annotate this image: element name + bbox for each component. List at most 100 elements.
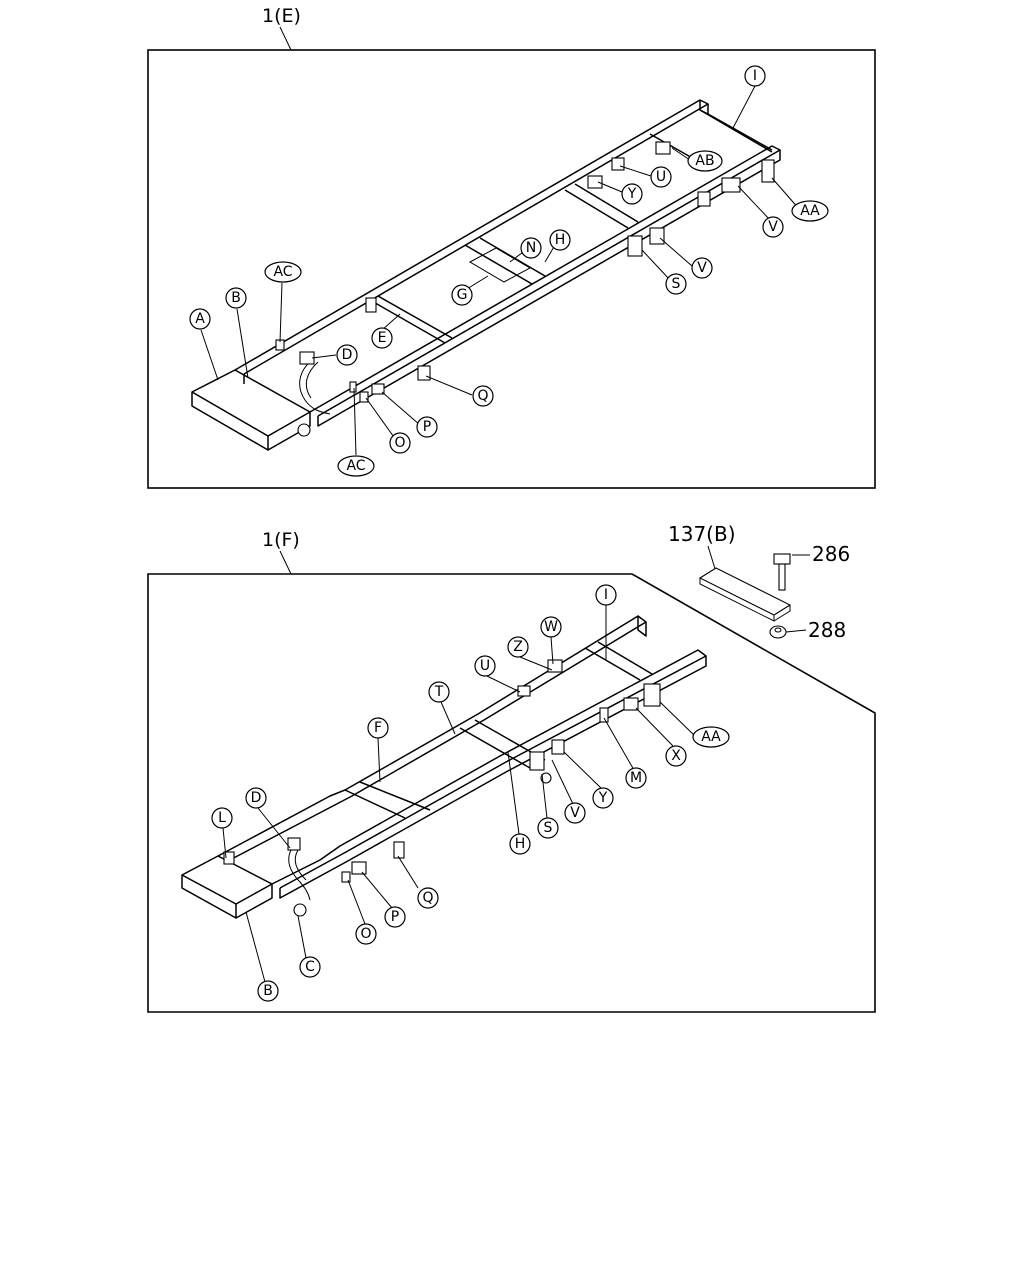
callout-label: U <box>480 658 490 674</box>
callout-f-17: O <box>355 923 377 945</box>
callout-label: P <box>391 909 399 925</box>
callout-label: Y <box>598 790 608 806</box>
diagram-f-frame <box>147 573 876 1013</box>
callout-bubbles-f: I W Z U T F AA X M Y V S H L D Q P O C B <box>211 584 730 1002</box>
callout-label: M <box>630 770 642 786</box>
callout-label: H <box>515 836 526 852</box>
callout-f-1: W <box>540 616 562 638</box>
nut-ref-label: 288 <box>808 618 846 642</box>
callout-f-19: B <box>257 980 279 1002</box>
callout-f-12: H <box>509 833 531 855</box>
nut <box>769 625 787 639</box>
callout-e-0: I <box>744 65 766 87</box>
diagram-e-title: 1(E) <box>262 5 301 27</box>
callout-f-3: U <box>474 655 496 677</box>
callout-e-4: AA <box>791 200 829 222</box>
callout-label: B <box>231 290 241 306</box>
callout-label: C <box>305 959 315 975</box>
callout-e-12: B <box>225 287 247 309</box>
callout-e-7: H <box>549 229 571 251</box>
callout-e-9: S <box>665 273 687 295</box>
callout-f-9: Y <box>592 787 614 809</box>
callout-label: I <box>604 587 608 603</box>
callout-f-0: I <box>595 584 617 606</box>
detail-parts: 137(B) 286 288 <box>668 522 850 642</box>
callout-label: AA <box>800 203 820 219</box>
chassis-frame-f <box>181 615 707 919</box>
callout-label: O <box>394 435 405 451</box>
callout-e-1: AB <box>687 150 723 172</box>
callout-e-13: A <box>189 308 211 330</box>
callout-label: AB <box>695 153 714 169</box>
chassis-frame-e <box>191 99 781 451</box>
bracket-ref-label: 137(B) <box>668 522 736 546</box>
callout-bubbles-e: I AB U Y AA V N H V S G AC B A E D Q P O… <box>189 65 829 477</box>
callout-label: AC <box>273 264 292 280</box>
callout-label: B <box>263 983 273 999</box>
callout-e-10: G <box>451 284 473 306</box>
callout-e-8: V <box>691 257 713 279</box>
callout-e-2: U <box>650 166 672 188</box>
callout-label: T <box>434 684 444 700</box>
callout-label: Q <box>477 388 488 404</box>
callout-label: U <box>656 169 666 185</box>
bracket-plate <box>698 567 792 616</box>
callout-f-16: P <box>384 906 406 928</box>
callout-f-10: V <box>564 802 586 824</box>
callout-e-11: AC <box>264 261 302 283</box>
callout-label: X <box>671 748 681 764</box>
bolt <box>773 553 791 591</box>
callout-label: S <box>544 820 553 836</box>
callout-f-13: L <box>211 807 233 829</box>
callout-label: V <box>570 805 580 821</box>
callout-label: F <box>374 720 382 736</box>
leaders-f <box>222 605 697 983</box>
callout-f-4: T <box>428 681 450 703</box>
callout-label: O <box>360 926 371 942</box>
callout-label: V <box>768 219 778 235</box>
bolt-ref-label: 286 <box>812 542 850 566</box>
diagram-f-title: 1(F) <box>262 529 300 551</box>
callout-f-6: AA <box>692 726 730 748</box>
callout-f-7: X <box>665 745 687 767</box>
callout-e-19: AC <box>337 455 375 477</box>
callout-label: N <box>526 240 536 256</box>
callout-f-8: M <box>625 767 647 789</box>
callout-label: I <box>753 68 757 84</box>
callout-label: A <box>195 311 205 327</box>
callout-label: Z <box>513 639 523 655</box>
callout-e-17: P <box>416 416 438 438</box>
callout-label: D <box>342 347 353 363</box>
callout-label: L <box>218 810 226 826</box>
diagram-e-title-leader <box>279 26 292 51</box>
callout-e-3: Y <box>621 183 643 205</box>
callout-f-15: Q <box>417 887 439 909</box>
callout-label: E <box>378 330 387 346</box>
callout-e-6: N <box>520 237 542 259</box>
leaders-e <box>200 85 801 456</box>
callout-label: Q <box>422 890 433 906</box>
callout-label: V <box>697 260 707 276</box>
callout-f-11: S <box>537 817 559 839</box>
callout-e-18: O <box>389 432 411 454</box>
callout-f-18: C <box>299 956 321 978</box>
callout-label: G <box>457 287 468 303</box>
callout-label: Y <box>627 186 637 202</box>
callout-f-5: F <box>367 717 389 739</box>
diagram-f-title-leader <box>279 550 292 575</box>
callout-f-2: Z <box>507 636 529 658</box>
callout-e-5: V <box>762 216 784 238</box>
callout-e-14: E <box>371 327 393 349</box>
callout-e-15: D <box>336 344 358 366</box>
diagram-e-frame <box>147 49 876 489</box>
callout-label: P <box>423 419 431 435</box>
callout-f-14: D <box>245 787 267 809</box>
callout-label: AA <box>701 729 721 745</box>
callout-label: D <box>251 790 262 806</box>
callout-e-16: Q <box>472 385 494 407</box>
diagram-e: 1(E) <box>147 5 876 489</box>
diagram-f: 1(F) 137(B) 286 288 <box>147 522 876 1013</box>
callout-label: AC <box>346 458 365 474</box>
callout-label: S <box>672 276 681 292</box>
